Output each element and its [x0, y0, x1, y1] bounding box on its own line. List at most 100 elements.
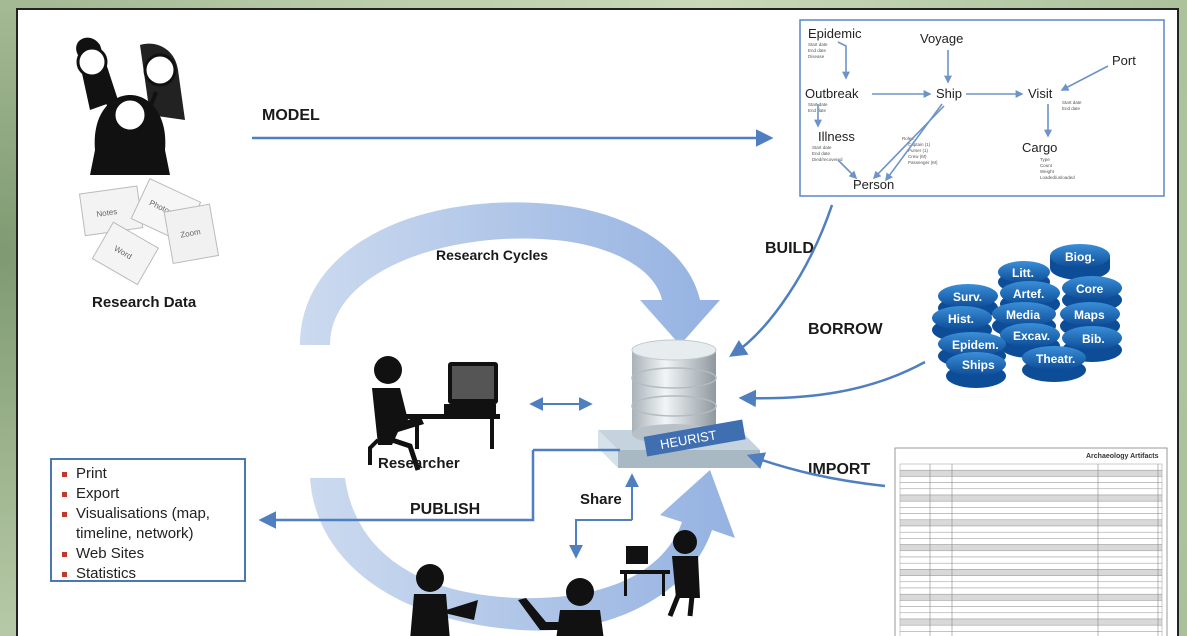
heurist-database: HEURIST	[598, 339, 760, 468]
research-cycles-label: Research Cycles	[436, 247, 548, 263]
model-label: MODEL	[262, 107, 320, 124]
disk-label: Core	[1076, 282, 1104, 296]
model-field: Disease	[808, 54, 825, 59]
build-arrow	[729, 204, 834, 357]
disk-label: Theatr.	[1036, 352, 1075, 366]
import-table-row	[899, 562, 1163, 570]
import-table-title: Archaeology Artifacts	[1086, 453, 1159, 460]
model-node-cargo: Cargo	[1022, 140, 1057, 155]
model-node-outbreak: Outbreak	[805, 86, 859, 101]
disk-label: Epidem.	[952, 338, 999, 352]
disk-label: Hist.	[948, 312, 974, 326]
disk-biog: Biog.	[1050, 244, 1110, 280]
import-table-row	[899, 581, 1163, 589]
disk-label: Ships	[962, 358, 995, 372]
import-table-row	[899, 507, 1163, 514]
user-laptop-left	[410, 564, 478, 636]
research-data-label: Research Data	[92, 294, 197, 311]
model-field: End date	[812, 151, 831, 156]
import-table: Archaeology Artifacts	[894, 447, 1168, 636]
import-table-row	[899, 463, 1163, 471]
model-field: Weight	[1040, 169, 1055, 174]
researcher-illustration	[368, 356, 500, 471]
model-node-port: Port	[1112, 53, 1136, 68]
import-table-row	[899, 587, 1163, 595]
import-table-row	[899, 544, 1163, 552]
model-node-visit: Visit	[1028, 86, 1053, 101]
import-table-row	[899, 618, 1163, 626]
disk-label: Surv.	[953, 290, 982, 304]
model-field: Died/recovered	[812, 157, 843, 162]
disk-ships: Ships	[946, 352, 1006, 388]
model-field: Start date	[812, 145, 832, 150]
model-node-illness: Illness	[818, 129, 855, 144]
publish-outputs-list: Print Export Visualisations (map, timeli…	[50, 458, 246, 582]
share-label: Share	[580, 491, 622, 508]
publish-item-visualisations: Visualisations (map, timeline, network)	[62, 504, 238, 544]
import-table-row	[899, 631, 1163, 636]
model-field: Start date	[1062, 100, 1082, 105]
research-data-papers: Notes Photos Zoom Word	[78, 177, 220, 286]
import-table-row	[899, 550, 1163, 558]
disk-theatr: Theatr.	[1022, 346, 1086, 382]
research-cycle-bottom-arrow	[310, 470, 735, 631]
model-field: Count	[1040, 163, 1053, 168]
import-label: IMPORT	[808, 461, 870, 478]
model-field: End date	[1062, 106, 1081, 111]
disk-label: Media	[1006, 308, 1040, 322]
disk-label: Litt.	[1012, 266, 1034, 280]
model-field: Roles	[902, 136, 914, 141]
model-field: Purser (1)	[908, 148, 929, 153]
import-table-row	[899, 569, 1163, 576]
import-table-row	[899, 500, 1163, 508]
model-field: Start date	[808, 42, 828, 47]
import-table-row	[899, 531, 1163, 539]
researcher-label: Researcher	[378, 455, 460, 472]
disk-label: Excav.	[1013, 329, 1050, 343]
share-arrow-down	[569, 519, 632, 559]
disk-label: Artef.	[1013, 287, 1044, 301]
borrow-database-disks: Biog. Litt. Artef. Core Surv. Hist. Medi…	[932, 244, 1122, 388]
publish-item-web-sites: Web Sites	[62, 544, 238, 564]
borrow-arrow	[738, 360, 926, 408]
model-field: Passenger (M)	[908, 160, 938, 165]
model-node-epidemic: Epidemic	[808, 26, 862, 41]
publish-arrow	[262, 448, 620, 520]
build-label: BUILD	[765, 240, 814, 257]
user-desktop-right	[620, 530, 700, 617]
model-node-ship: Ship	[936, 86, 962, 101]
data-model-diagram: Epidemic Voyage Port Outbreak Ship Visit…	[799, 19, 1165, 197]
model-field: Crew (M)	[908, 154, 927, 159]
import-table-row	[899, 556, 1163, 564]
publish-item-export: Export	[62, 484, 238, 504]
import-table-row	[899, 482, 1163, 490]
user-laptop-middle	[518, 578, 604, 636]
model-field: Type	[1040, 157, 1050, 162]
import-table-row	[899, 575, 1163, 583]
import-table-row	[899, 538, 1163, 545]
research-cycle-top-arrow	[300, 202, 720, 345]
import-table-row	[899, 494, 1163, 502]
import-table-rows	[899, 463, 1163, 636]
disk-label: Biog.	[1065, 250, 1095, 264]
disk-label: Bib.	[1082, 332, 1105, 346]
model-field: Captain (1)	[908, 142, 931, 147]
import-table-row	[899, 513, 1163, 521]
import-table-row	[899, 624, 1163, 632]
import-table-row	[899, 612, 1163, 620]
model-field: Loaded/unloaded	[1040, 175, 1075, 180]
import-table-row	[899, 525, 1163, 533]
import-table-row	[899, 469, 1163, 477]
import-table-row	[899, 488, 1163, 496]
import-arrow	[746, 452, 886, 488]
import-table-row	[899, 593, 1163, 601]
import-table-row	[899, 476, 1163, 483]
publish-item-statistics: Statistics	[62, 564, 238, 584]
publish-label: PUBLISH	[410, 501, 480, 518]
disk-label: Maps	[1074, 308, 1105, 322]
researchers-group-illustration	[76, 37, 185, 175]
import-table-row	[899, 606, 1163, 614]
model-node-person: Person	[853, 177, 894, 192]
